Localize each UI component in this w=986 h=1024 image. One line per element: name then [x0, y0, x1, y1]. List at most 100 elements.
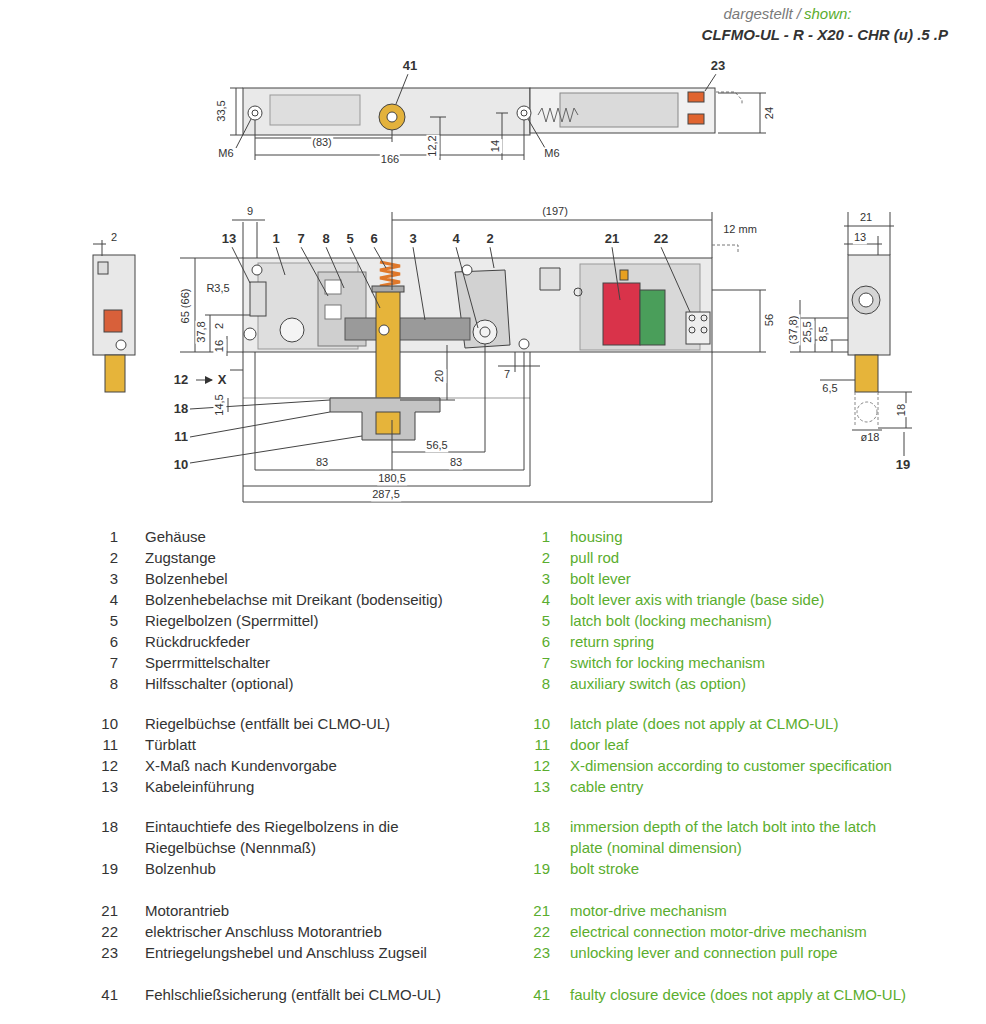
drawing-rect	[250, 282, 266, 316]
drawing-path	[716, 92, 742, 104]
key-number: 1	[110, 528, 118, 546]
dimension-label: 56	[763, 313, 776, 327]
drawing-rect	[98, 262, 108, 274]
dimension-label: 25,5	[801, 320, 814, 343]
callout-number: 10	[173, 457, 189, 473]
dimension-label: 12 mm	[722, 223, 758, 236]
drawing-rect	[688, 114, 704, 124]
callout-number: 22	[653, 231, 669, 247]
key-text: latch plate (does not apply at CLMO-UL)	[570, 715, 838, 733]
drawing-rect	[620, 270, 628, 280]
key-text: Gehäuse	[145, 528, 206, 546]
key-text: door leaf	[570, 736, 628, 754]
dimension-label: 13	[853, 231, 867, 244]
callout-number: 1	[271, 231, 280, 247]
dimension-label: 83	[315, 456, 329, 469]
drawing-line	[712, 290, 766, 291]
drawing-line	[612, 247, 620, 300]
drawing-line	[255, 120, 256, 160]
drawing-circle	[379, 104, 405, 130]
drawing-line	[374, 247, 386, 268]
drawing-line	[255, 470, 524, 471]
key-text: immersion depth of the latch bolt into t…	[570, 816, 880, 858]
drawing-path	[330, 398, 440, 440]
key-text: return spring	[570, 633, 654, 651]
key-text: Bolzenhebelachse mit Dreikant (bodenseit…	[145, 591, 443, 609]
drawing-polyline	[538, 108, 578, 122]
key-number: 13	[533, 778, 550, 796]
drawing-line	[852, 430, 882, 431]
key-number: 12	[533, 757, 550, 775]
key-number: 2	[542, 549, 550, 567]
callout-number: 4	[451, 231, 460, 247]
drawing-line	[400, 400, 455, 401]
drawing-line	[257, 222, 258, 258]
dimension-label: (37,8)	[787, 315, 800, 346]
key-text: bolt lever axis with triangle (base side…	[570, 591, 824, 609]
drawing-rect	[855, 355, 878, 392]
drawing-line	[396, 74, 408, 104]
drawing-path	[712, 245, 738, 252]
drawing-line	[878, 428, 912, 429]
drawing-line	[243, 486, 530, 487]
key-number: 7	[110, 654, 118, 672]
dimension-label: R3,5	[205, 282, 230, 295]
dimension-label: 24	[763, 106, 776, 120]
drawing-line	[878, 392, 879, 425]
key-text: Zugstange	[145, 549, 216, 567]
key-number: 12	[101, 757, 118, 775]
dimension-label: 8,5	[817, 325, 830, 342]
key-text: Sperrmittelschalter	[145, 654, 270, 672]
key-text: Türblatt	[145, 736, 196, 754]
key-number: 1	[542, 528, 550, 546]
drawing-line	[102, 240, 103, 256]
drawing-circle	[859, 293, 873, 307]
drawing-rect	[580, 264, 700, 350]
drawing-line	[712, 352, 766, 353]
drawing-rect	[640, 290, 665, 345]
callout-number: 13	[221, 231, 237, 247]
drawing-rect	[325, 305, 341, 319]
key-number: 4	[542, 591, 550, 609]
drawing-line	[515, 352, 516, 372]
drawing-line	[326, 247, 344, 288]
drawing-rect	[372, 286, 404, 292]
drawing-circle	[689, 327, 695, 333]
drawing-line	[661, 247, 690, 312]
drawing-line	[255, 352, 256, 470]
key-text: Fehlschließsicherung (entfällt bei CLMO-…	[145, 986, 441, 1004]
drawing-line	[820, 380, 855, 381]
dimension-label: M6	[217, 147, 234, 160]
callout-number: 11	[173, 429, 189, 445]
drawing-rect	[530, 88, 715, 133]
callout-number: 23	[710, 58, 726, 74]
drawing-line	[844, 226, 894, 227]
drawing-rect	[603, 283, 640, 345]
drawing-rect	[243, 258, 712, 352]
drawing-rect	[345, 318, 470, 340]
drawing-line	[392, 212, 393, 290]
dimension-label: 180,5	[377, 472, 407, 485]
drawing-line	[392, 130, 393, 142]
drawing-rect	[93, 255, 135, 355]
drawing-rect	[376, 412, 400, 434]
drawing-circle	[517, 106, 531, 120]
drawing-line	[205, 315, 250, 316]
drawing-line	[496, 113, 508, 114]
dimension-label: 9	[246, 205, 254, 218]
model-caption: CLFMO-UL - R - X20 - CHR (u) .5 .P	[702, 26, 948, 44]
key-number: 21	[533, 902, 550, 920]
dimension-label: 6,5	[821, 382, 838, 395]
key-text: Bolzenhebel	[145, 570, 228, 588]
drawing-line	[878, 236, 879, 255]
key-text: auxiliary switch (as option)	[570, 675, 746, 693]
drawing-g	[180, 212, 766, 502]
callout-number: 5	[345, 231, 354, 247]
key-text: motor-drive mechanism	[570, 902, 727, 920]
drawing-rect	[560, 93, 678, 127]
key-text: Hilfsschalter (optional)	[145, 675, 293, 693]
drawing-line	[392, 420, 393, 470]
drawing-line	[236, 88, 237, 135]
